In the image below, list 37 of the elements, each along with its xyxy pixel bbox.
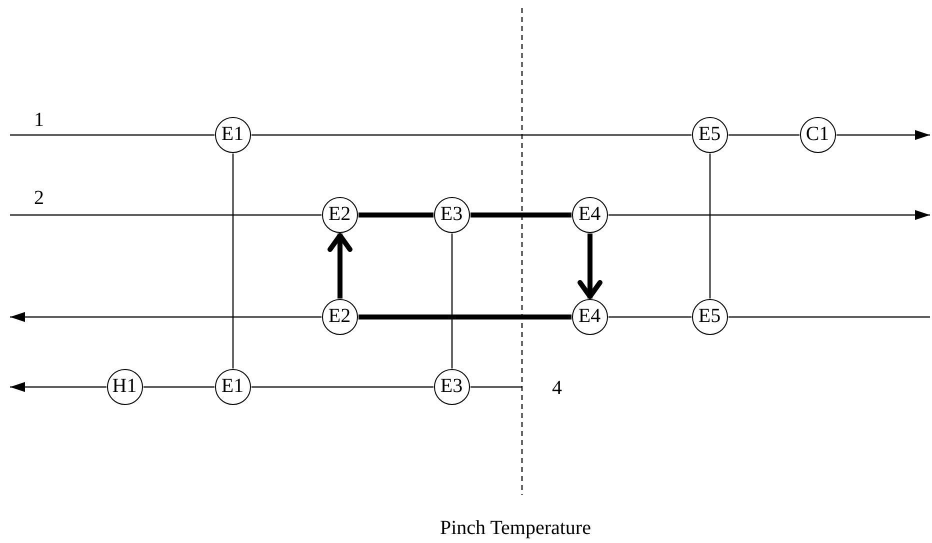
arrow [10,382,106,392]
stream-number: 1 [34,110,44,130]
connector-line [144,386,214,388]
connector-line [10,134,214,136]
connector-line [252,386,434,388]
arrow [608,210,930,220]
stream-number: 2 [34,188,44,208]
connector-line [358,314,572,320]
exchanger-circle: E3 [434,196,470,232]
connector-line [709,154,711,298]
exchanger-circle: C1 [800,116,836,152]
connector-line [728,316,930,318]
exchanger-circle: H1 [106,368,142,404]
exchanger-circle: E4 [572,196,608,232]
exchanger-circle: E3 [434,368,470,404]
connector-line [608,316,692,318]
exchanger-circle: E1 [214,116,250,152]
exchanger-circle: E5 [692,298,728,334]
connector-line [728,134,800,136]
connector-line [358,212,434,218]
arrow [578,234,602,299]
exchanger-circle: E1 [214,368,250,404]
exchanger-circle: E2 [322,196,358,232]
exchanger-circle: E2 [322,298,358,334]
arrow [328,233,352,298]
arrow [836,130,930,140]
connector-line [451,234,453,368]
axis-caption: Pinch Temperature [440,518,591,538]
exchanger-circle: E4 [572,298,608,334]
connector-line [10,214,322,216]
connector-line [232,154,234,368]
exchanger-circle: E5 [692,116,728,152]
arrow [10,312,322,322]
connector-line [470,212,572,218]
stream-number: 4 [552,378,562,398]
connector-line [470,386,522,388]
connector-line [252,134,692,136]
